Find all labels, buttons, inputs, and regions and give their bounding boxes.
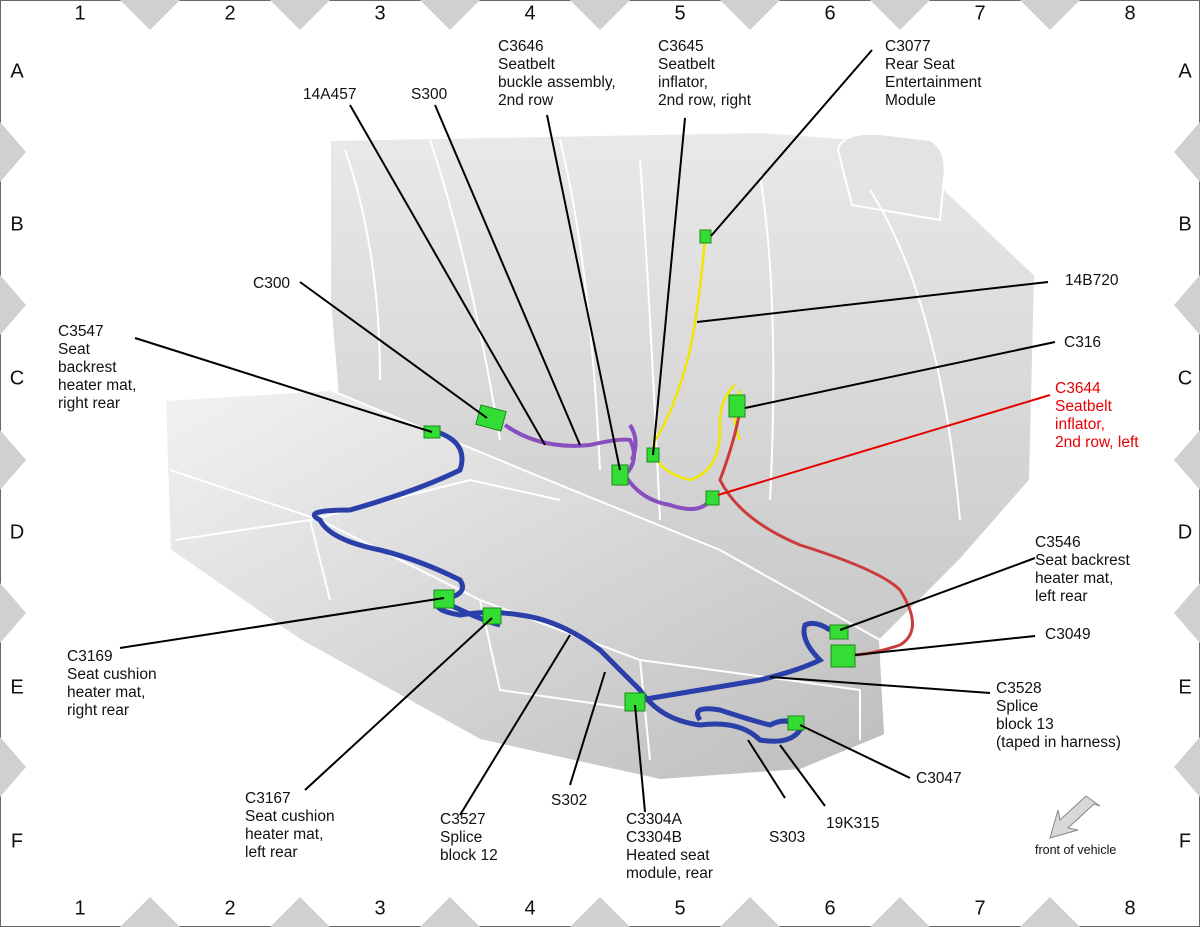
grid-col-8-top: 8 [1124,2,1136,25]
grid-row-d-left: D [9,521,25,544]
callout-c3646: C3646 Seatbelt buckle assembly, 2nd row [498,38,616,109]
grid-col-4-top: 4 [524,2,536,25]
callout-c3547: C3547 Seat backrest heater mat, right re… [58,323,137,412]
grid-col-1-bottom: 1 [74,897,86,920]
grid-col-5-bottom: 5 [674,897,686,920]
grid-row-f-right: F [1178,830,1192,853]
callout-c3047: C3047 [916,770,962,787]
callout-c3546: C3546 Seat backrest heater mat, left rea… [1035,534,1130,605]
grid-border-bottom [120,897,1080,927]
grid-row-c-left: C [9,367,25,390]
grid-col-6-top: 6 [824,2,836,25]
callout-c300: C300 [253,275,291,292]
callout-c3169: C3169 Seat cushion heater mat, right rea… [67,648,157,719]
callout-c3167: C3167 Seat cushion heater mat, left rear [245,790,335,861]
callout-14a457: 14A457 [303,86,357,103]
connector-c3077 [699,229,712,244]
grid-border-top [120,0,1080,30]
leader-line-c3644 [717,394,1051,496]
callout-s302: S302 [551,792,588,809]
grid-col-2-top: 2 [224,2,236,25]
rear-seat-illustration [163,130,1037,782]
leader-lines [119,49,1056,816]
grid-col-6-bottom: 6 [824,897,836,920]
front-of-vehicle-label: front of vehicle [1035,843,1117,857]
callout-19k315: 19K315 [826,815,880,832]
grid-border-right [1174,122,1200,797]
connectors [423,229,856,731]
harness-red [718,409,914,657]
connector-c3646 [611,464,629,486]
grid-row-b-right: B [1178,213,1192,236]
grid-col-3-bottom: 3 [374,897,386,920]
callout-c3527: C3527 Splice block 12 [440,811,498,864]
callout-c3049: C3049 [1045,626,1091,643]
grid-row-f-left: F [10,830,24,853]
grid-row-a-left: A [10,60,24,83]
grid-col-7-top: 7 [974,2,986,25]
callout-c3644: C3644 Seatbelt inflator, 2nd row, left [1055,380,1139,451]
grid-row-c-right: C [1177,367,1193,390]
grid-row-e-left: E [10,676,24,699]
callout-s300: S300 [411,86,448,103]
callout-14b720: 14B720 [1065,272,1119,289]
front-of-vehicle-arrow-icon [1049,795,1101,839]
connector-c300 [475,404,507,432]
grid-row-a-right: A [1178,60,1192,83]
harness-14a457-purple [503,423,712,511]
grid-col-2-bottom: 2 [224,897,236,920]
connector-c3527 [482,607,502,625]
callout-c316: C316 [1064,334,1102,351]
connector-c316 [728,394,746,418]
callout-c3077: C3077 Rear Seat Entertainment Module [885,38,982,109]
connector-c3644 [705,490,720,506]
grid-col-4-bottom: 4 [524,897,536,920]
callout-c3304: C3304A C3304B Heated seat module, rear [626,811,714,882]
callout-s303: S303 [769,829,806,846]
grid-border-left [0,122,26,797]
grid-col-1-top: 1 [74,2,86,25]
callout-c3645: C3645 Seatbelt inflator, 2nd row, right [658,38,752,109]
connector-c3047 [787,715,805,731]
grid-col-8-bottom: 8 [1124,897,1136,920]
grid-col-3-top: 3 [374,2,386,25]
grid-col-7-bottom: 7 [974,897,986,920]
callout-c3528: C3528 Splice block 13 (taped in harness) [996,680,1121,751]
grid-row-d-right: D [1177,521,1193,544]
grid-row-e-right: E [1178,676,1192,699]
connector-c3049 [830,644,856,668]
grid-row-b-left: B [10,213,24,236]
grid-col-5-top: 5 [674,2,686,25]
